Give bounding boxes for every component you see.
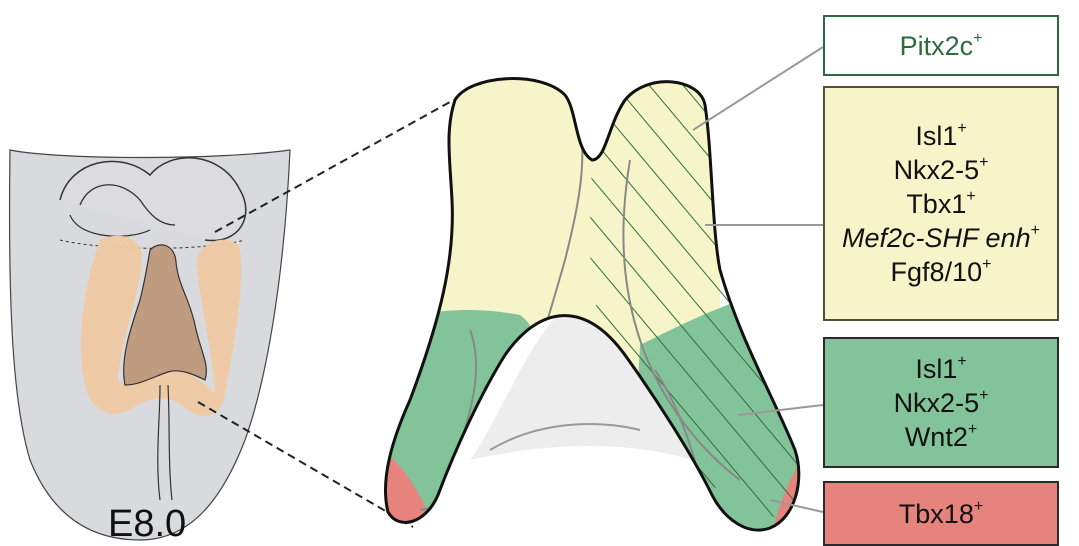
marker-line: Nkx2-5+ <box>894 386 989 420</box>
marker-line: Wnt2+ <box>905 420 977 454</box>
marker-line: Isl1+ <box>915 119 966 153</box>
posterior-shf-box: Isl1+ Nkx2-5+ Wnt2+ <box>823 337 1059 468</box>
marker-line: Tbx1+ <box>906 187 975 221</box>
marker-line: Fgf8/10+ <box>891 255 992 289</box>
pitx2c-box: Pitx2c+ <box>823 15 1059 76</box>
embryo-illustration <box>10 150 290 540</box>
tbx18-box: Tbx18+ <box>823 481 1059 546</box>
stage-label: E8.0 <box>108 503 186 546</box>
marker-line: Tbx18+ <box>899 497 983 531</box>
marker-line: Nkx2-5+ <box>894 153 989 187</box>
anterior-shf-box: Isl1+ Nkx2-5+ Tbx1+ Mef2c-SHF enh+ Fgf8/… <box>823 86 1059 321</box>
marker-line: Mef2c-SHF enh+ <box>842 221 1040 255</box>
marker-line: Isl1+ <box>915 352 966 386</box>
marker-line: Pitx2c+ <box>900 29 983 63</box>
heart-field-enlarged <box>380 60 820 540</box>
